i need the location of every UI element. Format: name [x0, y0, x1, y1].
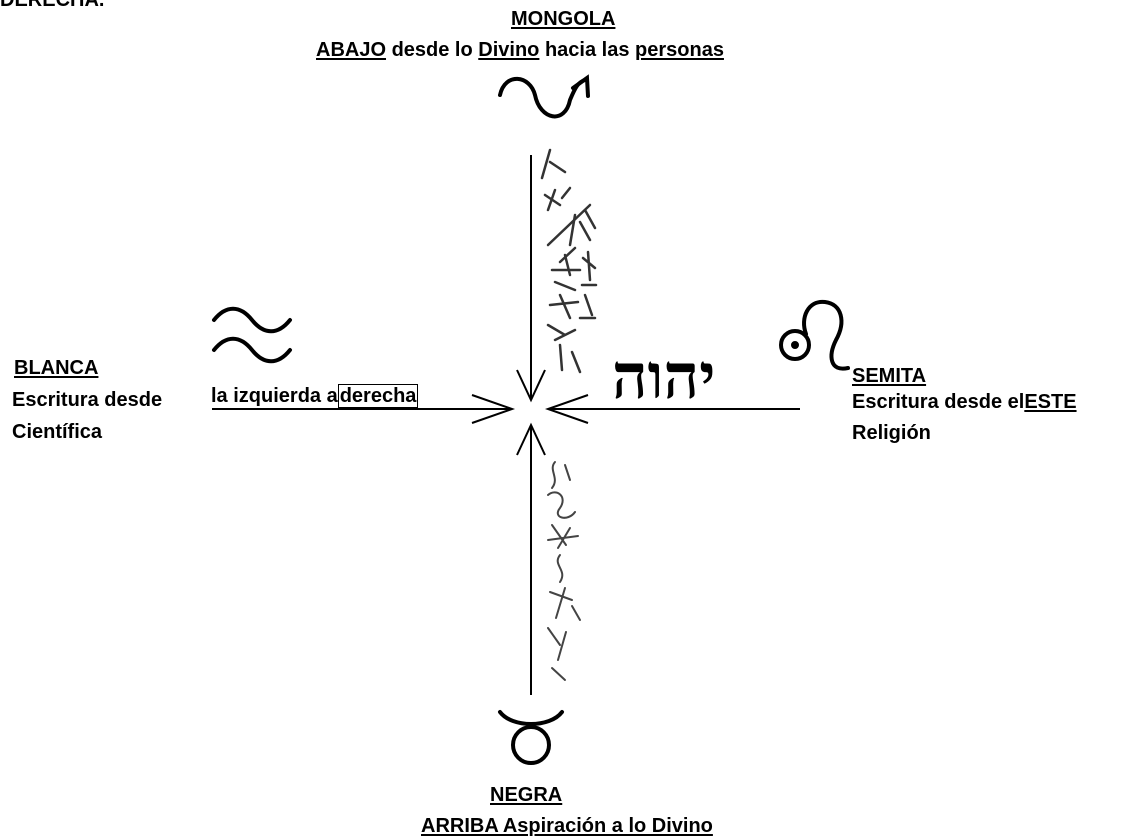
- north-arrow: [516, 155, 546, 403]
- east-line1-text: Escritura desde el: [852, 391, 1025, 413]
- aquarius-icon: [212, 306, 292, 364]
- taurus-icon: [498, 710, 564, 765]
- west-line2: Científica: [12, 421, 103, 443]
- north-word-personas: personas: [635, 39, 724, 61]
- east-line2: Religión: [852, 422, 931, 444]
- north-race-label: MONGOLA: [511, 8, 616, 30]
- south-line1: ARRIBA Aspiración a lo Divino: [421, 815, 713, 837]
- north-description: ABAJO desde lo Divino hacia las personas: [316, 38, 724, 62]
- east-race-label: SEMITA: [852, 365, 927, 387]
- west-line1: Escritura desde: [12, 389, 163, 411]
- west-arrow-text-b: derecha: [337, 384, 419, 408]
- north-word-desde: desde lo: [386, 39, 479, 61]
- east-keyword-este: ESTE: [1024, 391, 1077, 413]
- cutoff-heading: DERECHA.: [0, 0, 105, 11]
- west-arrow: [212, 394, 516, 424]
- north-word-abajo: ABAJO: [316, 39, 387, 61]
- north-word-hacia: hacia las: [539, 39, 636, 61]
- south-race-label: NEGRA: [490, 784, 563, 806]
- north-word-divino: Divino: [478, 39, 540, 61]
- west-arrow-text-a: la izquierda a: [211, 385, 338, 407]
- leo-icon: [779, 299, 850, 371]
- east-arrow: [544, 394, 800, 424]
- ancient-script-upper-glyphs: [540, 148, 598, 374]
- east-hebrew-word: יהוה: [612, 340, 716, 413]
- south-arrow: [516, 422, 546, 695]
- north-serpent-icon: [498, 74, 590, 119]
- west-race-label: BLANCA: [14, 357, 99, 379]
- east-line1: Escritura desde elESTE: [852, 390, 1077, 414]
- ancient-script-lower-glyphs: [547, 461, 581, 681]
